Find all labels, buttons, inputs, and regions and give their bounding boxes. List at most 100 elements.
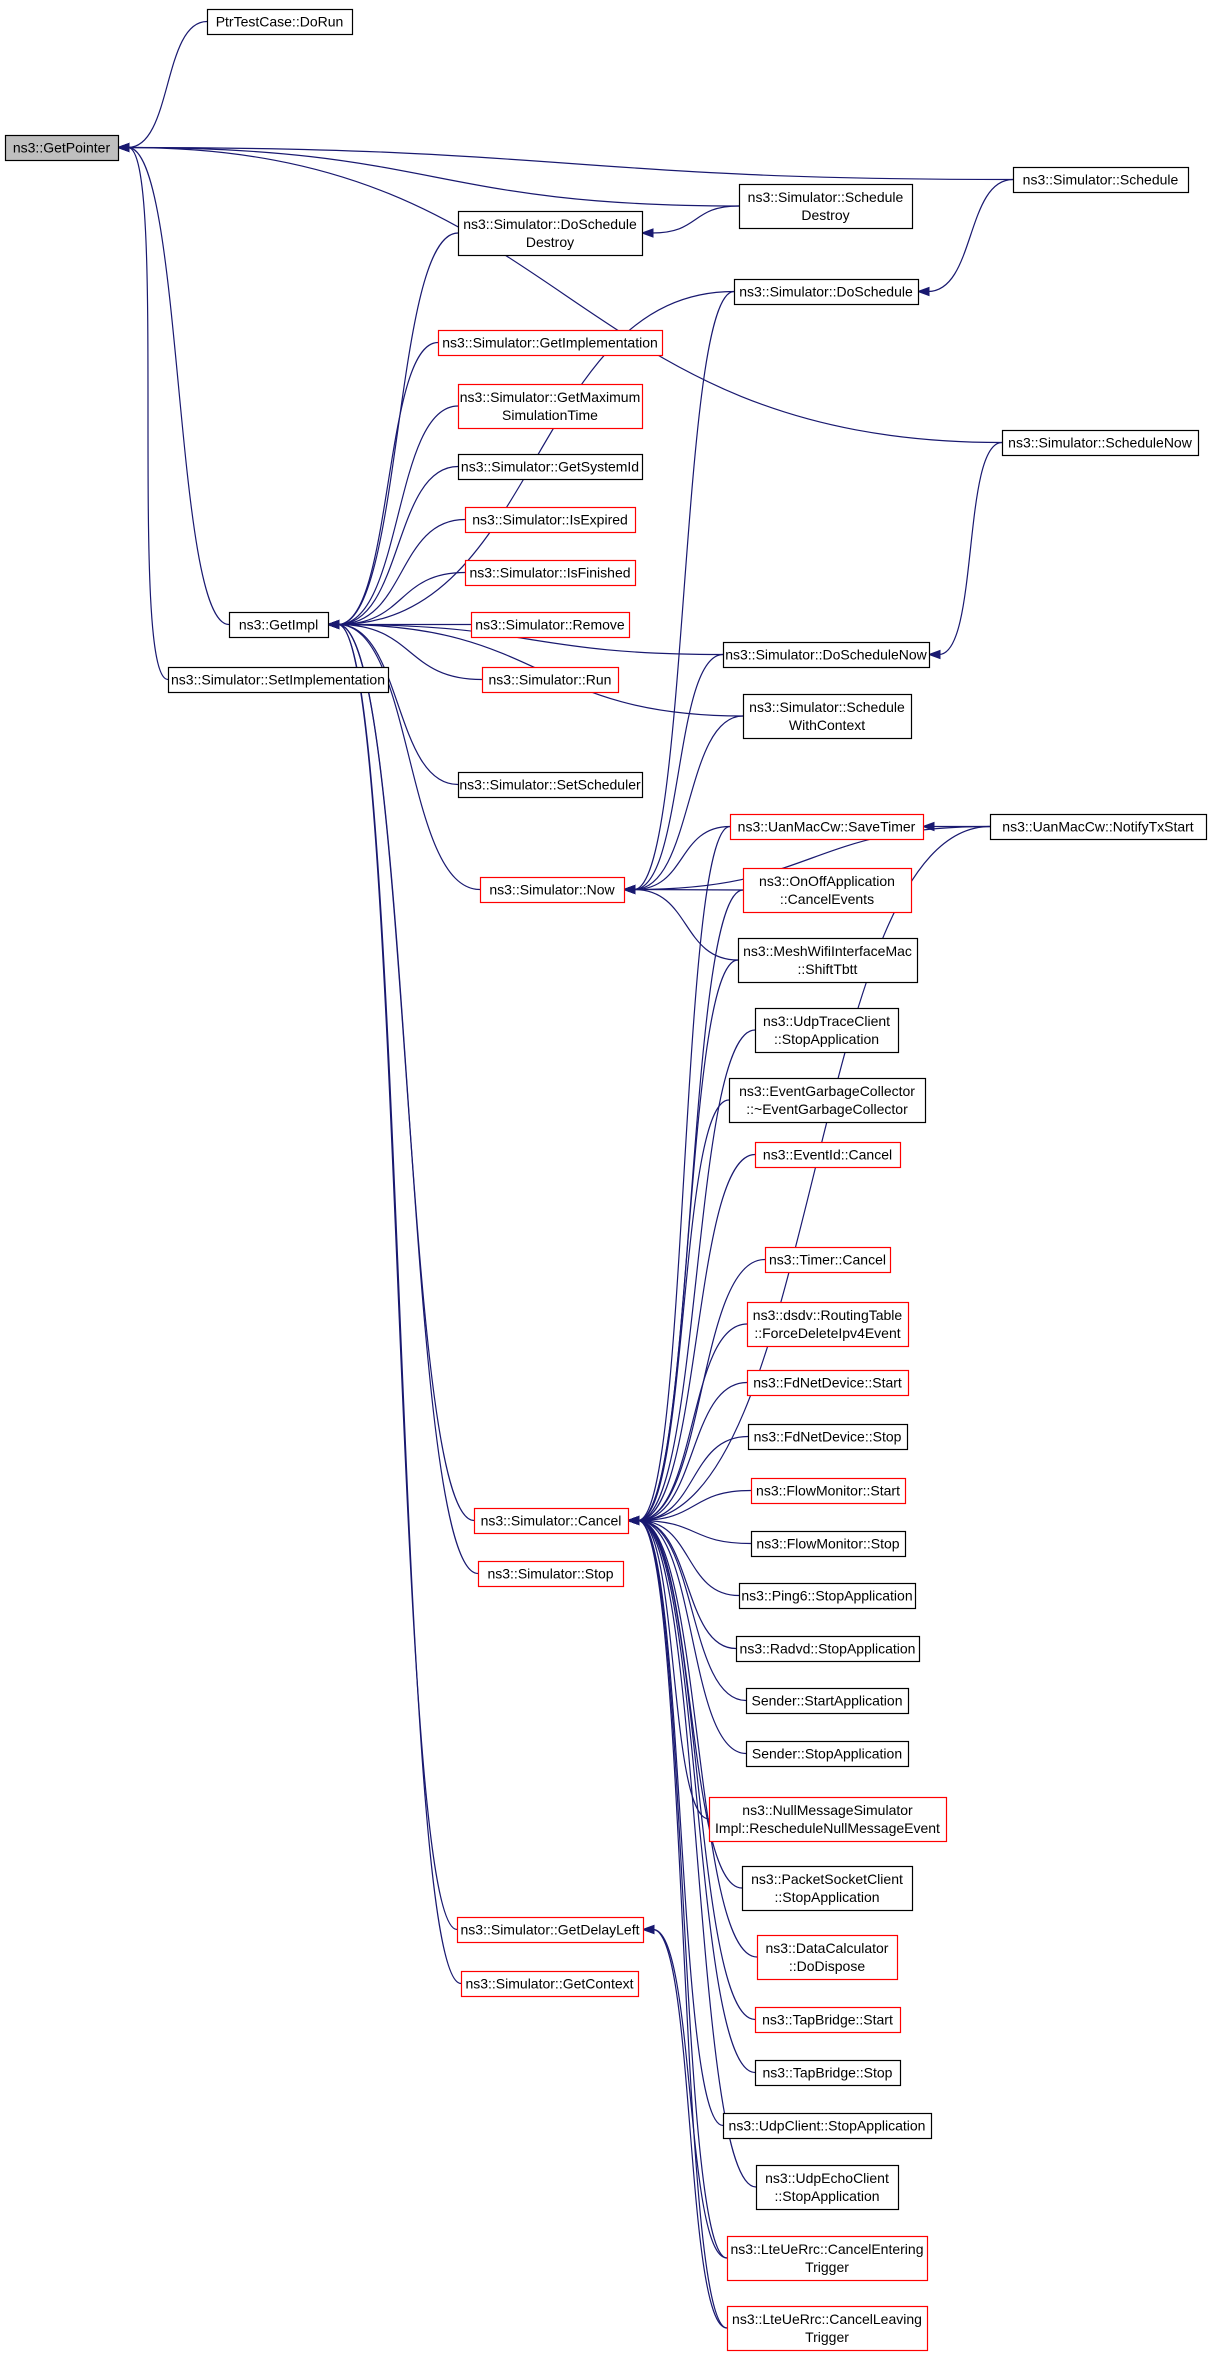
- node-label: ns3::Simulator::SetScheduler: [459, 777, 641, 793]
- node-packetsocket-stop[interactable]: ns3::PacketSocketClient::StopApplication: [741, 1865, 914, 1912]
- call-edge-arrowhead: [326, 619, 340, 630]
- node-label: ns3::Simulator::ScheduleNow: [1008, 435, 1193, 451]
- node-onoffapp-cancelevents[interactable]: ns3::OnOffApplication::CancelEvents: [742, 867, 913, 914]
- node-sim-cancel[interactable]: ns3::Simulator::Cancel: [473, 1507, 630, 1535]
- node-label: ns3::Simulator::IsFinished: [469, 565, 630, 581]
- node-label: ns3::Simulator::Cancel: [481, 1513, 622, 1529]
- node-ptrtestcase-dorun[interactable]: PtrTestCase::DoRun: [206, 8, 354, 36]
- node-box: [4, 134, 120, 162]
- node-label: ns3::Timer::Cancel: [769, 1252, 886, 1268]
- node-sim-now[interactable]: ns3::Simulator::Now: [479, 876, 626, 904]
- node-sim-doschedule[interactable]: ns3::Simulator::DoSchedule: [733, 278, 920, 306]
- node-eventid-cancel[interactable]: ns3::EventId::Cancel: [754, 1141, 902, 1169]
- node-label: ns3::FdNetDevice::Stop: [754, 1429, 902, 1445]
- call-edge: [633, 888, 739, 961]
- node-eventgc-dtor[interactable]: ns3::EventGarbageCollector::~EventGarbag…: [728, 1077, 927, 1124]
- node-sim-isexpired[interactable]: ns3::Simulator::IsExpired: [464, 506, 637, 534]
- node-sim-run[interactable]: ns3::Simulator::Run: [481, 666, 620, 694]
- node-label: ::StopApplication: [774, 1889, 879, 1905]
- node-sender-stop[interactable]: Sender::StopApplication: [745, 1740, 910, 1768]
- node-nullmsg-reschedule[interactable]: ns3::NullMessageSimulatorImpl::Reschedul…: [708, 1796, 948, 1843]
- call-edge: [637, 1519, 747, 1702]
- node-sim-getdelayleft[interactable]: ns3::Simulator::GetDelayLeft: [456, 1916, 645, 1944]
- node-sim-setimplementation[interactable]: ns3::Simulator::SetImplementation: [167, 666, 390, 694]
- node-label: ns3::Radvd::StopApplication: [740, 1641, 916, 1657]
- node-label: ns3::FdNetDevice::Start: [753, 1375, 902, 1391]
- call-edge: [637, 1519, 724, 2127]
- node-label: WithContext: [789, 717, 865, 733]
- node-label: Sender::StartApplication: [752, 1693, 903, 1709]
- node-udptraceclient-stop[interactable]: ns3::UdpTraceClient::StopApplication: [754, 1007, 900, 1054]
- node-tapbridge-start[interactable]: ns3::TapBridge::Start: [754, 2006, 902, 2034]
- node-box: [457, 453, 644, 481]
- node-timer-cancel[interactable]: ns3::Timer::Cancel: [764, 1246, 892, 1274]
- node-label: ns3::Simulator::Schedule: [1023, 172, 1179, 188]
- node-meshwifi-shifttbtt[interactable]: ns3::MeshWifiInterfaceMac::ShiftTbtt: [737, 937, 919, 984]
- call-edge: [127, 146, 169, 681]
- node-fdnet-stop[interactable]: ns3::FdNetDevice::Stop: [747, 1423, 909, 1451]
- node-udpclient-stop[interactable]: ns3::UdpClient::StopApplication: [722, 2112, 933, 2140]
- node-sim-getsystemid[interactable]: ns3::Simulator::GetSystemId: [457, 453, 644, 481]
- node-box: [735, 1635, 921, 1663]
- node-box: [738, 1582, 917, 1610]
- call-edge: [337, 623, 458, 1931]
- call-edge: [337, 623, 483, 681]
- call-edge: [637, 1519, 757, 2188]
- node-label: ns3::Simulator::Stop: [487, 1566, 613, 1582]
- node-uanmaccw-notifytxstart[interactable]: ns3::UanMacCw::NotifyTxStart: [989, 813, 1208, 841]
- node-sim-schedulenow[interactable]: ns3::Simulator::ScheduleNow: [1001, 429, 1200, 457]
- node-box: [746, 1301, 910, 1348]
- node-box: [754, 2059, 902, 2087]
- node-getimpl[interactable]: ns3::GetImpl: [228, 611, 330, 639]
- node-fdnet-start[interactable]: ns3::FdNetDevice::Start: [746, 1369, 910, 1397]
- node-label: ::ShiftTbtt: [798, 961, 858, 977]
- node-label: ns3::Simulator::Now: [489, 882, 615, 898]
- node-sim-getimplementation[interactable]: ns3::Simulator::GetImplementation: [437, 329, 664, 357]
- node-sim-setscheduler[interactable]: ns3::Simulator::SetScheduler: [457, 771, 644, 799]
- node-sim-schedule[interactable]: ns3::Simulator::Schedule: [1012, 166, 1190, 194]
- node-box: [754, 1141, 902, 1169]
- call-edge: [337, 341, 439, 626]
- node-sim-isfinished[interactable]: ns3::Simulator::IsFinished: [464, 559, 637, 587]
- call-edge: [652, 1928, 728, 2259]
- node-box: [470, 611, 631, 639]
- node-udpecho-stop[interactable]: ns3::UdpEchoClient::StopApplication: [755, 2164, 900, 2211]
- call-edge: [637, 959, 739, 1522]
- node-label: ns3::FlowMonitor::Start: [756, 1483, 900, 1499]
- call-edge: [633, 653, 724, 891]
- call-edge: [637, 1519, 747, 1755]
- node-box: [733, 278, 920, 306]
- node-label: ns3::Simulator::GetSystemId: [461, 459, 639, 475]
- node-getpointer[interactable]: ns3::GetPointer: [4, 134, 120, 162]
- call-edge: [637, 1323, 748, 1522]
- call-edge: [337, 623, 462, 1985]
- node-uanmaccw-savetimer[interactable]: ns3::UanMacCw::SaveTimer: [729, 813, 925, 841]
- node-datacalc-dispose[interactable]: ns3::DataCalculator::DoDispose: [756, 1934, 899, 1981]
- node-label: ns3::Ping6::StopApplication: [741, 1588, 912, 1604]
- node-tapbridge-stop[interactable]: ns3::TapBridge::Stop: [754, 2059, 902, 2087]
- node-sim-doschedulenow[interactable]: ns3::Simulator::DoScheduleNow: [722, 641, 931, 669]
- node-flowmon-start[interactable]: ns3::FlowMonitor::Start: [750, 1477, 907, 1505]
- call-edge-arrowhead: [640, 228, 654, 238]
- node-ping6-stop[interactable]: ns3::Ping6::StopApplication: [738, 1582, 917, 1610]
- call-edge: [637, 1381, 748, 1522]
- node-radvd-stop[interactable]: ns3::Radvd::StopApplication: [735, 1635, 921, 1663]
- node-dsdv-forcedelete[interactable]: ns3::dsdv::RoutingTable::ForceDeleteIpv4…: [746, 1301, 910, 1348]
- node-sender-start[interactable]: Sender::StartApplication: [745, 1687, 910, 1715]
- node-flowmon-stop[interactable]: ns3::FlowMonitor::Stop: [750, 1530, 907, 1558]
- node-sim-remove[interactable]: ns3::Simulator::Remove: [470, 611, 631, 639]
- node-box: [1001, 429, 1200, 457]
- node-box: [722, 2112, 933, 2140]
- node-label: Trigger: [805, 2329, 849, 2345]
- node-label: ns3::Simulator::GetMaximum: [460, 389, 641, 405]
- node-sim-stop[interactable]: ns3::Simulator::Stop: [477, 1560, 625, 1588]
- call-edge: [127, 146, 1014, 181]
- node-label: ns3::GetImpl: [239, 617, 318, 633]
- node-sim-getcontext[interactable]: ns3::Simulator::GetContext: [460, 1970, 640, 1998]
